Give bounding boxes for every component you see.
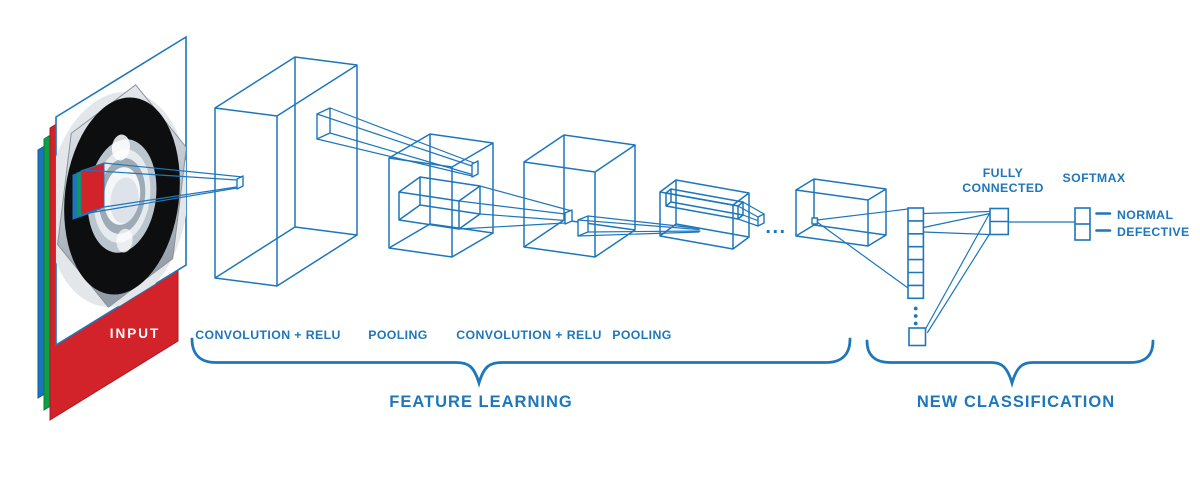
pooling1-pooled-slab bbox=[398, 176, 573, 230]
pooling2-output-window bbox=[757, 213, 765, 227]
input-image-stack: INPUT bbox=[37, 35, 187, 421]
final-feature-unit bbox=[811, 217, 819, 225]
nut-highlight-top bbox=[111, 134, 130, 161]
pooling2-label: POOLING bbox=[612, 328, 672, 342]
conv2-box bbox=[523, 134, 636, 258]
feature-learning-label: FEATURE LEARNING bbox=[389, 393, 572, 411]
fully-connected-label-line1: FULLY bbox=[983, 166, 1024, 180]
pooling2-box bbox=[659, 179, 750, 250]
flatten-vector bbox=[907, 207, 927, 347]
vector-ellipsis-dot bbox=[913, 306, 918, 311]
new-classification-brace bbox=[865, 339, 1155, 388]
vector-cells bbox=[907, 207, 925, 300]
nut-highlight-bottom bbox=[116, 228, 133, 253]
hex-nut-photo bbox=[56, 84, 186, 308]
receptive-field-patch bbox=[72, 162, 105, 220]
vector-to-fc-fan bbox=[922, 210, 991, 334]
vector-last-cell bbox=[908, 327, 927, 347]
new-classification-label: NEW CLASSIFICATION bbox=[917, 393, 1115, 411]
input-label: INPUT bbox=[110, 326, 161, 341]
fully-connected-node bbox=[989, 207, 1010, 236]
conv1-label: CONVOLUTION + RELU bbox=[195, 328, 341, 342]
fully-connected-label-line2: CONNECTED bbox=[962, 181, 1043, 195]
pooling1-label: POOLING bbox=[368, 328, 428, 342]
output-defective-label: DEFECTIVE bbox=[1117, 225, 1190, 239]
conv1-box bbox=[214, 56, 358, 287]
vector-ellipsis-dot bbox=[913, 314, 918, 318]
pooling1-window bbox=[471, 160, 479, 178]
softmax-node bbox=[1074, 207, 1091, 241]
conv2-feature-slab bbox=[577, 215, 701, 237]
softmax-label: SOFTMAX bbox=[1063, 171, 1126, 185]
vector-ellipsis-dot bbox=[913, 321, 918, 326]
feature-learning-brace bbox=[190, 337, 852, 388]
pooling1-box bbox=[388, 133, 494, 258]
conv1-feature-slab bbox=[316, 107, 475, 177]
output-normal-label: NORMAL bbox=[1117, 208, 1173, 222]
final-feature-box bbox=[795, 178, 887, 247]
more-layers-ellipsis: ... bbox=[765, 216, 786, 238]
flatten-lines bbox=[816, 208, 920, 297]
conv2-label: CONVOLUTION + RELU bbox=[456, 328, 602, 342]
nut-hole-shade bbox=[110, 177, 139, 224]
conv2-kernel-window bbox=[564, 209, 573, 225]
conv1-kernel-window bbox=[236, 175, 244, 190]
patch-to-conv1-fan bbox=[82, 162, 244, 215]
